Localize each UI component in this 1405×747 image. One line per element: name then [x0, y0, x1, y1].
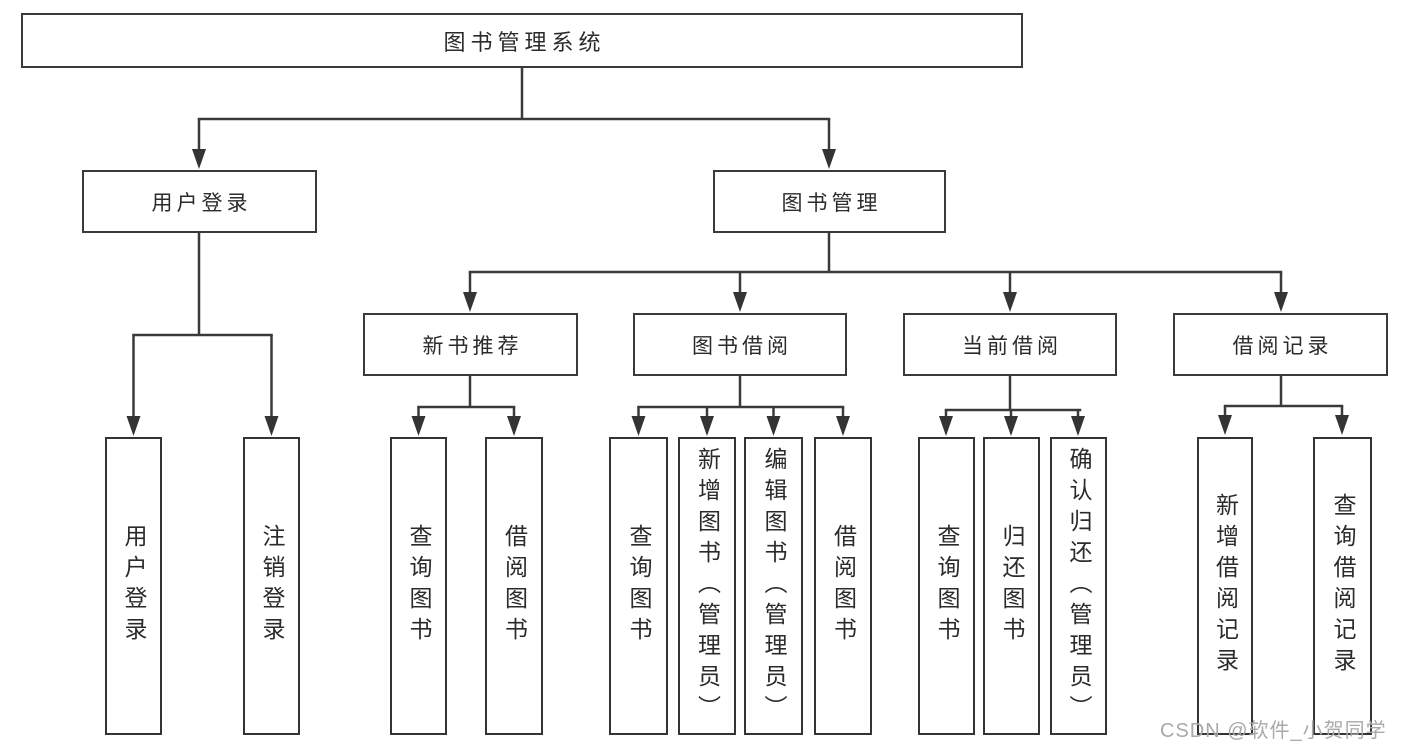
leaf-label: 用户登录 — [121, 524, 147, 648]
leaf-edit-book-admin: 编辑图书（管理员） — [744, 437, 803, 735]
leaf-logout: 注销登录 — [243, 437, 300, 735]
leaf-return-books: 归还图书 — [983, 437, 1040, 735]
node-new-book-recommend: 新书推荐 — [363, 313, 578, 376]
leaf-query-books-recommend: 查询图书 — [390, 437, 447, 735]
leaf-query-books-current: 查询图书 — [918, 437, 975, 735]
leaf-label: 新增借阅记录 — [1212, 493, 1239, 679]
leaf-add-book-admin: 新增图书（管理员） — [678, 437, 736, 735]
leaf-label: 查询借阅记录 — [1330, 493, 1356, 679]
leaf-user-login: 用户登录 — [105, 437, 162, 735]
leaf-borrow-books-borrowing: 借阅图书 — [814, 437, 872, 735]
leaf-label: 查询图书 — [934, 524, 960, 648]
leaf-label: 注销登录 — [259, 524, 285, 648]
leaf-label: 归还图书 — [999, 524, 1025, 648]
leaf-label: 查询图书 — [626, 524, 652, 648]
leaf-label: 确认归还（管理员） — [1066, 446, 1092, 726]
leaf-label: 编辑图书（管理员） — [761, 446, 787, 726]
node-book-borrowing: 图书借阅 — [633, 313, 847, 376]
leaf-label: 借阅图书 — [501, 524, 528, 648]
node-current-borrowing: 当前借阅 — [903, 313, 1117, 376]
arrowheads — [126, 149, 1349, 436]
leaf-query-books-borrowing: 查询图书 — [609, 437, 668, 735]
leaf-label: 新增图书（管理员） — [694, 446, 721, 726]
leaf-label: 借阅图书 — [830, 524, 857, 648]
watermark: CSDN @软件_小贺同学 — [1160, 720, 1387, 742]
leaf-query-borrow-record: 查询借阅记录 — [1313, 437, 1372, 735]
node-borrow-records: 借阅记录 — [1173, 313, 1388, 376]
leaf-borrow-books-recommend: 借阅图书 — [485, 437, 543, 735]
leaf-confirm-return-admin: 确认归还（管理员） — [1050, 437, 1107, 735]
node-book-management: 图书管理 — [713, 170, 946, 233]
node-user-login: 用户登录 — [82, 170, 317, 233]
node-library-system: 图书管理系统 — [21, 13, 1023, 68]
leaf-add-borrow-record: 新增借阅记录 — [1197, 437, 1253, 735]
leaf-label: 查询图书 — [406, 524, 432, 648]
